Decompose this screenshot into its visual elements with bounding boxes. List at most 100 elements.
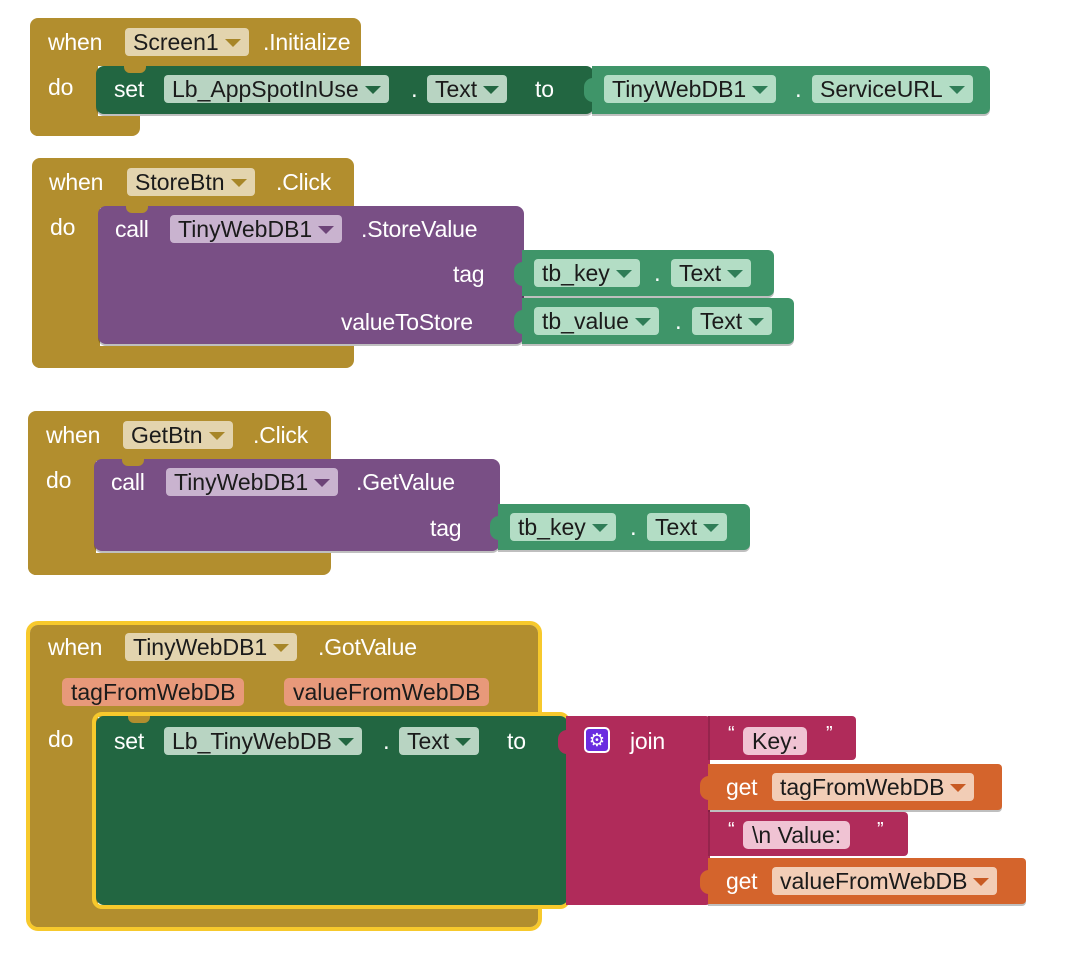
event-footer	[30, 116, 140, 136]
join-label: join	[630, 728, 666, 754]
dot-separator: .	[383, 728, 390, 755]
set-target-dropdown[interactable]: Lb_TinyWebDB	[164, 727, 362, 755]
method-name: .StoreValue	[361, 216, 478, 242]
text-value-value[interactable]: \n Value:	[743, 821, 851, 849]
set-property-dropdown[interactable]: Text	[427, 75, 508, 103]
chevron-down-icon	[337, 738, 354, 746]
event-left-bar	[30, 712, 98, 927]
arg-tag-label: tag	[453, 261, 485, 287]
chevron-down-icon	[703, 524, 720, 532]
chevron-down-icon	[950, 784, 967, 792]
call-component-label: TinyWebDB1	[178, 216, 313, 242]
call-component-dropdown[interactable]: TinyWebDB1	[166, 468, 339, 496]
component-dropdown[interactable]: tb_value	[534, 307, 659, 335]
get-label: get	[726, 868, 758, 894]
when-label: when	[48, 29, 103, 55]
chevron-down-icon	[752, 86, 769, 94]
property-dropdown-label: Text	[679, 260, 722, 286]
input-tab	[700, 730, 709, 754]
property-dropdown[interactable]: Text	[647, 513, 728, 541]
event-param-tag[interactable]: tagFromWebDB	[62, 678, 245, 706]
dot-separator: .	[795, 76, 802, 103]
dot-separator: .	[654, 260, 661, 287]
component-dropdown[interactable]: tb_key	[510, 513, 616, 541]
next-notch	[128, 716, 150, 723]
set-target-label: Lb_TinyWebDB	[172, 728, 332, 754]
component-dropdown-tinywebdb[interactable]: TinyWebDB1	[125, 633, 298, 661]
dot-separator: .	[675, 308, 682, 335]
do-label: do	[48, 74, 74, 100]
event-name: .GotValue	[318, 634, 417, 660]
input-tab	[700, 776, 709, 800]
arg-value-label: valueToStore	[341, 309, 473, 335]
arg-tag-label: tag	[430, 515, 462, 541]
set-target-dropdown[interactable]: Lb_AppSpotInUse	[164, 75, 389, 103]
component-dropdown-label: tb_key	[518, 514, 586, 540]
chevron-down-icon	[591, 524, 608, 532]
component-dropdown-label: tb_value	[542, 308, 629, 334]
event-name: .Initialize	[263, 29, 351, 55]
next-notch	[126, 206, 148, 213]
chevron-down-icon	[748, 318, 765, 326]
chevron-down-icon	[973, 878, 990, 886]
component-dropdown-label: TinyWebDB1	[133, 634, 268, 660]
component-dropdown-label: StoreBtn	[135, 169, 225, 195]
get-variable-dropdown[interactable]: tagFromWebDB	[772, 773, 975, 801]
event-left-bar	[32, 200, 100, 368]
chevron-down-icon	[230, 179, 247, 187]
component-dropdown[interactable]: tb_key	[534, 259, 640, 287]
set-property-label: Text	[407, 728, 450, 754]
set-label: set	[114, 76, 145, 102]
call-label: call	[111, 469, 145, 495]
component-dropdown-screen1[interactable]: Screen1	[125, 28, 249, 56]
close-quote: ”	[877, 819, 884, 841]
property-dropdown[interactable]: Text	[692, 307, 773, 335]
text-value-key[interactable]: Key:	[743, 727, 808, 755]
property-dropdown-label: Text	[700, 308, 743, 334]
event-param-value[interactable]: valueFromWebDB	[284, 678, 490, 706]
dot-separator: .	[411, 76, 418, 103]
next-notch	[124, 66, 146, 73]
method-name: .GetValue	[356, 469, 455, 495]
event-footer	[30, 905, 538, 927]
chevron-down-icon	[615, 270, 632, 278]
set-property-dropdown[interactable]: Text	[399, 727, 480, 755]
open-quote: “	[728, 819, 735, 841]
component-dropdown-storebtn[interactable]: StoreBtn	[127, 168, 255, 196]
call-label: call	[115, 216, 149, 242]
component-dropdown-getbtn[interactable]: GetBtn	[123, 421, 233, 449]
call-component-dropdown[interactable]: TinyWebDB1	[170, 215, 343, 243]
chevron-down-icon	[364, 86, 381, 94]
event-name: .Click	[253, 422, 309, 448]
close-quote: ”	[826, 723, 833, 745]
to-label: to	[535, 76, 554, 102]
input-tab	[514, 310, 523, 334]
when-label: when	[49, 169, 104, 195]
input-tab	[700, 824, 709, 848]
property-dropdown[interactable]: ServiceURL	[812, 75, 973, 103]
open-quote: “	[728, 723, 735, 745]
chevron-down-icon	[273, 644, 290, 652]
get-variable-label: valueFromWebDB	[780, 868, 968, 894]
input-tab	[700, 870, 709, 894]
chevron-down-icon	[727, 270, 744, 278]
property-dropdown-label: ServiceURL	[820, 76, 943, 102]
when-label: when	[46, 422, 101, 448]
get-label: get	[726, 774, 758, 800]
do-label: do	[46, 467, 72, 493]
property-dropdown[interactable]: Text	[671, 259, 752, 287]
chevron-down-icon	[455, 738, 472, 746]
chevron-down-icon	[314, 479, 331, 487]
chevron-down-icon	[483, 86, 500, 94]
event-footer	[32, 346, 354, 368]
dot-separator: .	[630, 514, 637, 541]
component-dropdown[interactable]: TinyWebDB1	[604, 75, 777, 103]
chevron-down-icon	[634, 318, 651, 326]
input-tab	[558, 730, 567, 754]
gear-icon[interactable]: ⚙	[584, 727, 610, 753]
get-variable-dropdown[interactable]: valueFromWebDB	[772, 867, 998, 895]
component-dropdown-label: Screen1	[133, 29, 219, 55]
set-label: set	[114, 728, 145, 754]
input-tab	[514, 262, 523, 286]
get-variable-label: tagFromWebDB	[780, 774, 945, 800]
